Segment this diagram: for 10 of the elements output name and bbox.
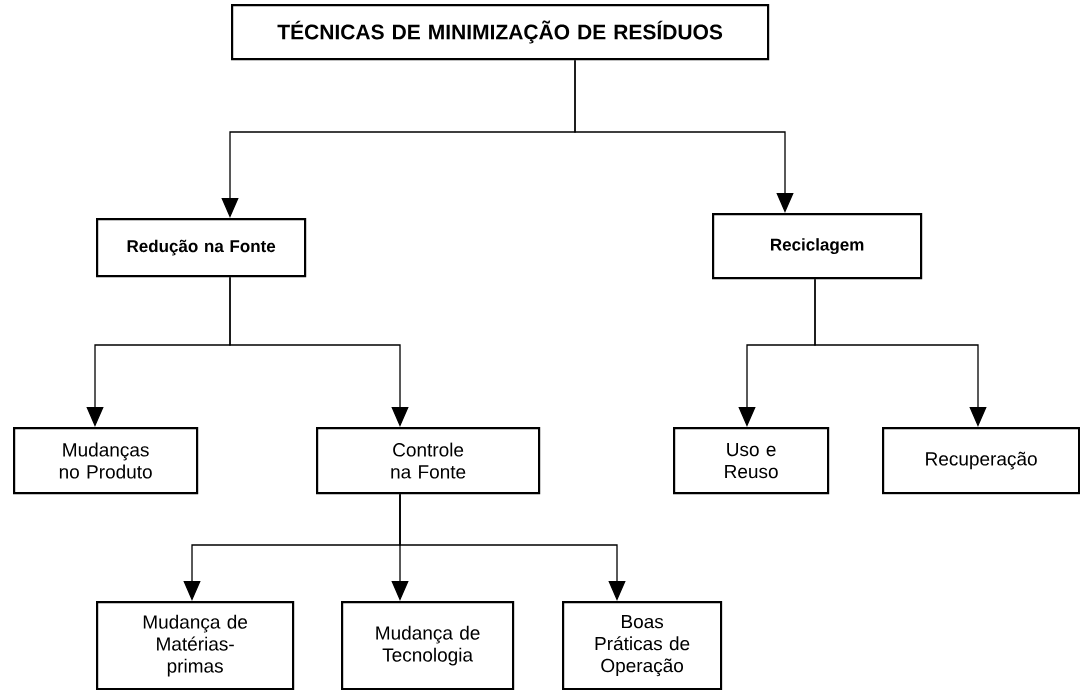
technique-box: Mudança de Matérias-primas: [96, 601, 295, 690]
technique-box: Mudanças no Produto: [13, 427, 199, 495]
title-box: TÉCNICAS DE MINIMIZAÇÃO DE RESÍDUOS: [231, 4, 770, 61]
technique-box: Recuperação: [882, 427, 1080, 495]
technique-box: Uso e Reuso: [673, 427, 830, 495]
technique-box: Boas Práticas de Operação: [562, 601, 723, 690]
category-box: Redução na Fonte: [96, 218, 307, 278]
technique-box: Controle na Fonte: [316, 427, 541, 495]
technique-box: Mudança de Tecnologia: [341, 601, 515, 690]
category-box: Reciclagem: [712, 213, 923, 280]
